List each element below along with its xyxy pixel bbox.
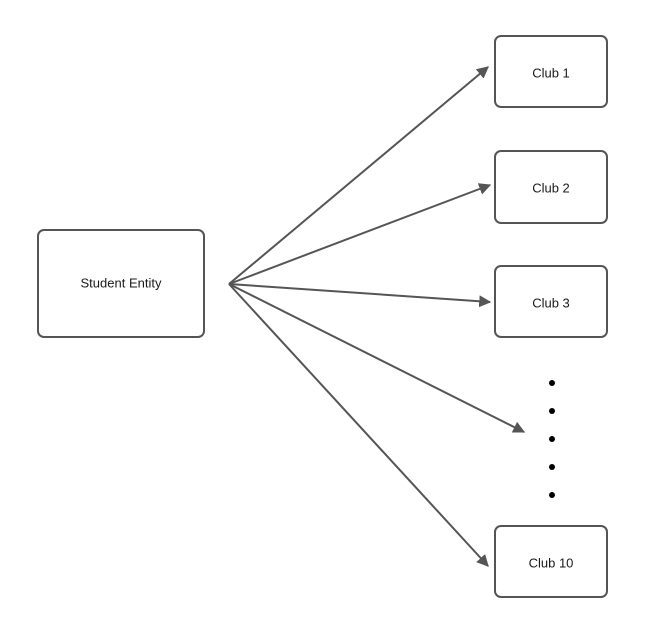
ellipsis-dot	[549, 408, 555, 414]
ellipsis-dots	[549, 380, 555, 498]
node-club-2-label: Club 2	[532, 180, 570, 195]
edge-student-to-club-1	[228, 66, 489, 285]
ellipsis-dot	[549, 464, 555, 470]
node-club-10[interactable]: Club 10	[494, 525, 608, 598]
node-student-entity[interactable]: Student Entity	[37, 229, 205, 338]
edge-student-to-club-10	[228, 283, 489, 567]
node-club-3[interactable]: Club 3	[494, 265, 608, 338]
node-club-1[interactable]: Club 1	[494, 35, 608, 108]
ellipsis-dot	[549, 492, 555, 498]
node-club-1-label: Club 1	[532, 65, 570, 80]
node-club-3-label: Club 3	[532, 295, 570, 310]
node-student-entity-label: Student Entity	[81, 275, 162, 290]
node-club-10-label: Club 10	[529, 555, 574, 570]
edge-student-to-club-3	[228, 283, 492, 308]
node-club-2[interactable]: Club 2	[494, 150, 608, 224]
edge-student-to-ellipsis	[228, 283, 526, 433]
ellipsis-dot	[549, 380, 555, 386]
edge-student-to-club-2	[228, 183, 492, 285]
ellipsis-dot	[549, 436, 555, 442]
